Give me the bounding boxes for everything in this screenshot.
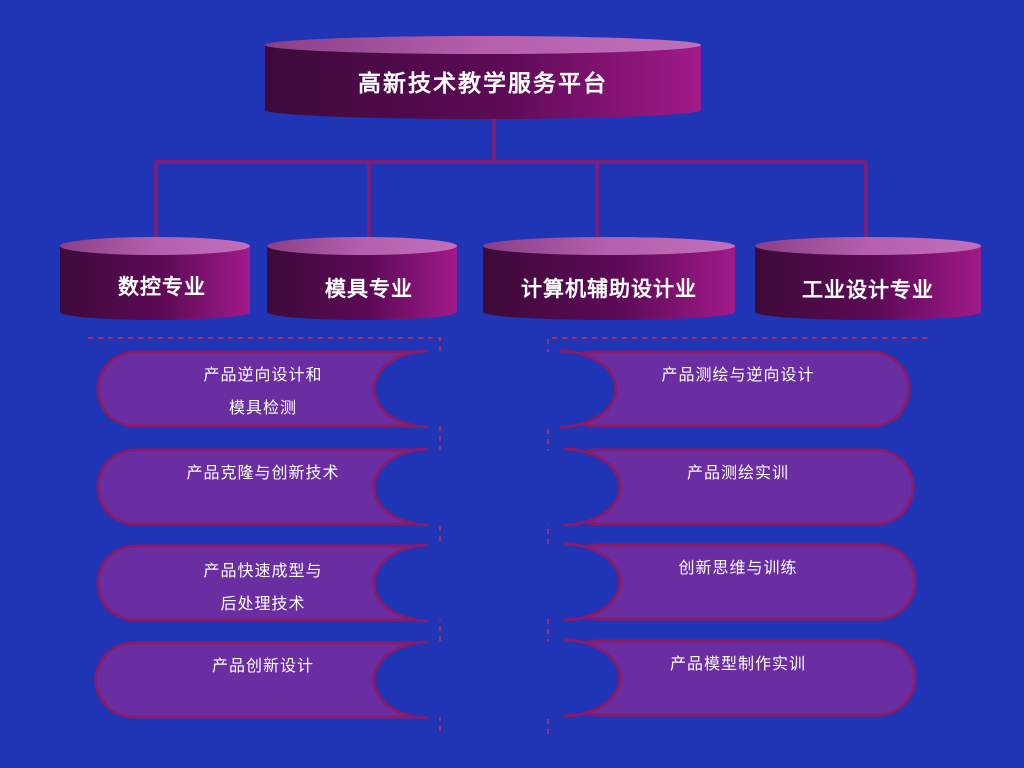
left-capsule-1	[96, 349, 482, 429]
left-course-2: 产品克隆与创新技术	[120, 456, 406, 489]
right-capsule-4	[508, 638, 917, 718]
major-drum-1	[60, 237, 250, 320]
left-capsule-4	[94, 640, 482, 720]
right-capsule-3	[508, 542, 917, 622]
right-course-2-line-1: 产品测绘实训	[686, 463, 789, 482]
right-course-4: 产品模型制作实训	[600, 647, 876, 680]
major-drum-2	[267, 237, 457, 320]
left-group-border	[88, 337, 441, 735]
right-course-2: 产品测绘实训	[600, 456, 876, 489]
left-course-1-line-1: 产品逆向设计和	[203, 365, 323, 384]
right-course-1-line-1: 产品测绘与逆向设计	[661, 365, 815, 384]
major-drums	[60, 237, 981, 320]
right-capsule-2	[508, 447, 915, 527]
right-course-3-line-1: 创新思维与训练	[678, 558, 798, 577]
platform-drum-body	[265, 45, 701, 119]
right-course-capsules	[504, 349, 917, 718]
left-capsule-2	[96, 447, 482, 527]
major-label-industrial-design: 工业设计专业	[802, 277, 934, 302]
major-label-cnc: 数控专业	[118, 274, 206, 299]
left-course-1: 产品逆向设计和 模具检测	[120, 358, 406, 424]
left-course-4: 产品创新设计	[120, 649, 406, 682]
platform-title: 高新技术教学服务平台	[358, 70, 608, 97]
major-drum-3	[483, 237, 735, 320]
left-course-3: 产品快速成型与 后处理技术	[120, 554, 406, 620]
major-drum-4	[755, 237, 981, 320]
right-course-3: 创新思维与训练	[600, 551, 876, 584]
left-course-2-line-1: 产品克隆与创新技术	[186, 463, 340, 482]
platform-drum-top	[265, 36, 701, 54]
major-label-mold: 模具专业	[325, 276, 413, 301]
right-capsule-1	[504, 349, 911, 429]
right-course-1: 产品测绘与逆向设计	[600, 358, 876, 391]
major-label-cad: 计算机辅助设计业	[521, 276, 697, 301]
left-course-3-line-1: 产品快速成型与	[203, 561, 323, 580]
right-course-4-line-1: 产品模型制作实训	[669, 654, 806, 673]
left-course-3-line-2: 后处理技术	[220, 594, 306, 613]
left-course-capsules	[94, 349, 482, 720]
left-course-4-line-1: 产品创新设计	[211, 656, 314, 675]
platform-drum	[265, 36, 701, 119]
left-course-1-line-2: 模具检测	[228, 398, 297, 417]
left-capsule-3	[96, 543, 482, 623]
connector-lines	[154, 118, 868, 240]
